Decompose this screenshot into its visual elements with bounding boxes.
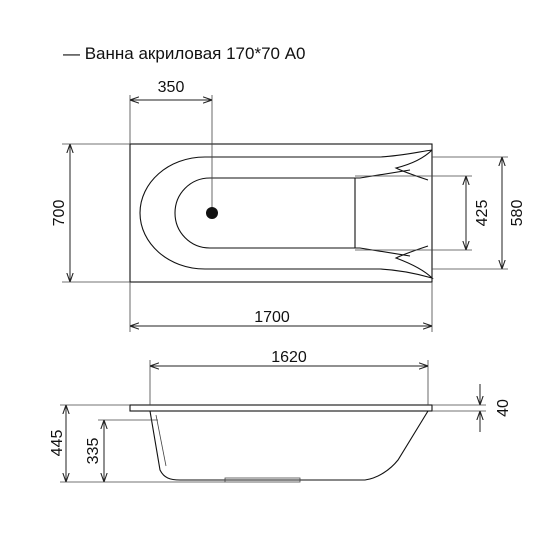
top-view: 350 700 425 580 1700 [51, 79, 526, 332]
side-rim [129, 404, 433, 412]
drawing-title: — Ванна акриловая 170*70 А0 [63, 44, 306, 63]
top-outer-rim [129, 143, 433, 283]
dim-label-length: 1700 [254, 309, 290, 326]
dim-label-total-height: 445 [49, 430, 66, 457]
side-base [224, 477, 301, 483]
drain-hole [206, 207, 218, 219]
side-tub-inner [155, 414, 167, 467]
top-bowl-inner [174, 169, 411, 257]
side-view: 1620 445 335 40 [49, 349, 512, 483]
top-rim-edge-a [394, 149, 433, 181]
dim-label-bottom-length: 1620 [271, 349, 307, 366]
dim-label-inner-width: 425 [474, 200, 491, 227]
dim-label-inner-height: 335 [85, 438, 102, 465]
dim-label-outer-inner-width: 580 [509, 200, 526, 227]
dim-label-top-offset: 350 [158, 79, 185, 96]
dim-label-width: 700 [51, 200, 68, 227]
top-bowl-outer [139, 149, 434, 280]
dim-label-rim: 40 [495, 399, 512, 417]
side-tub-body [149, 410, 429, 481]
